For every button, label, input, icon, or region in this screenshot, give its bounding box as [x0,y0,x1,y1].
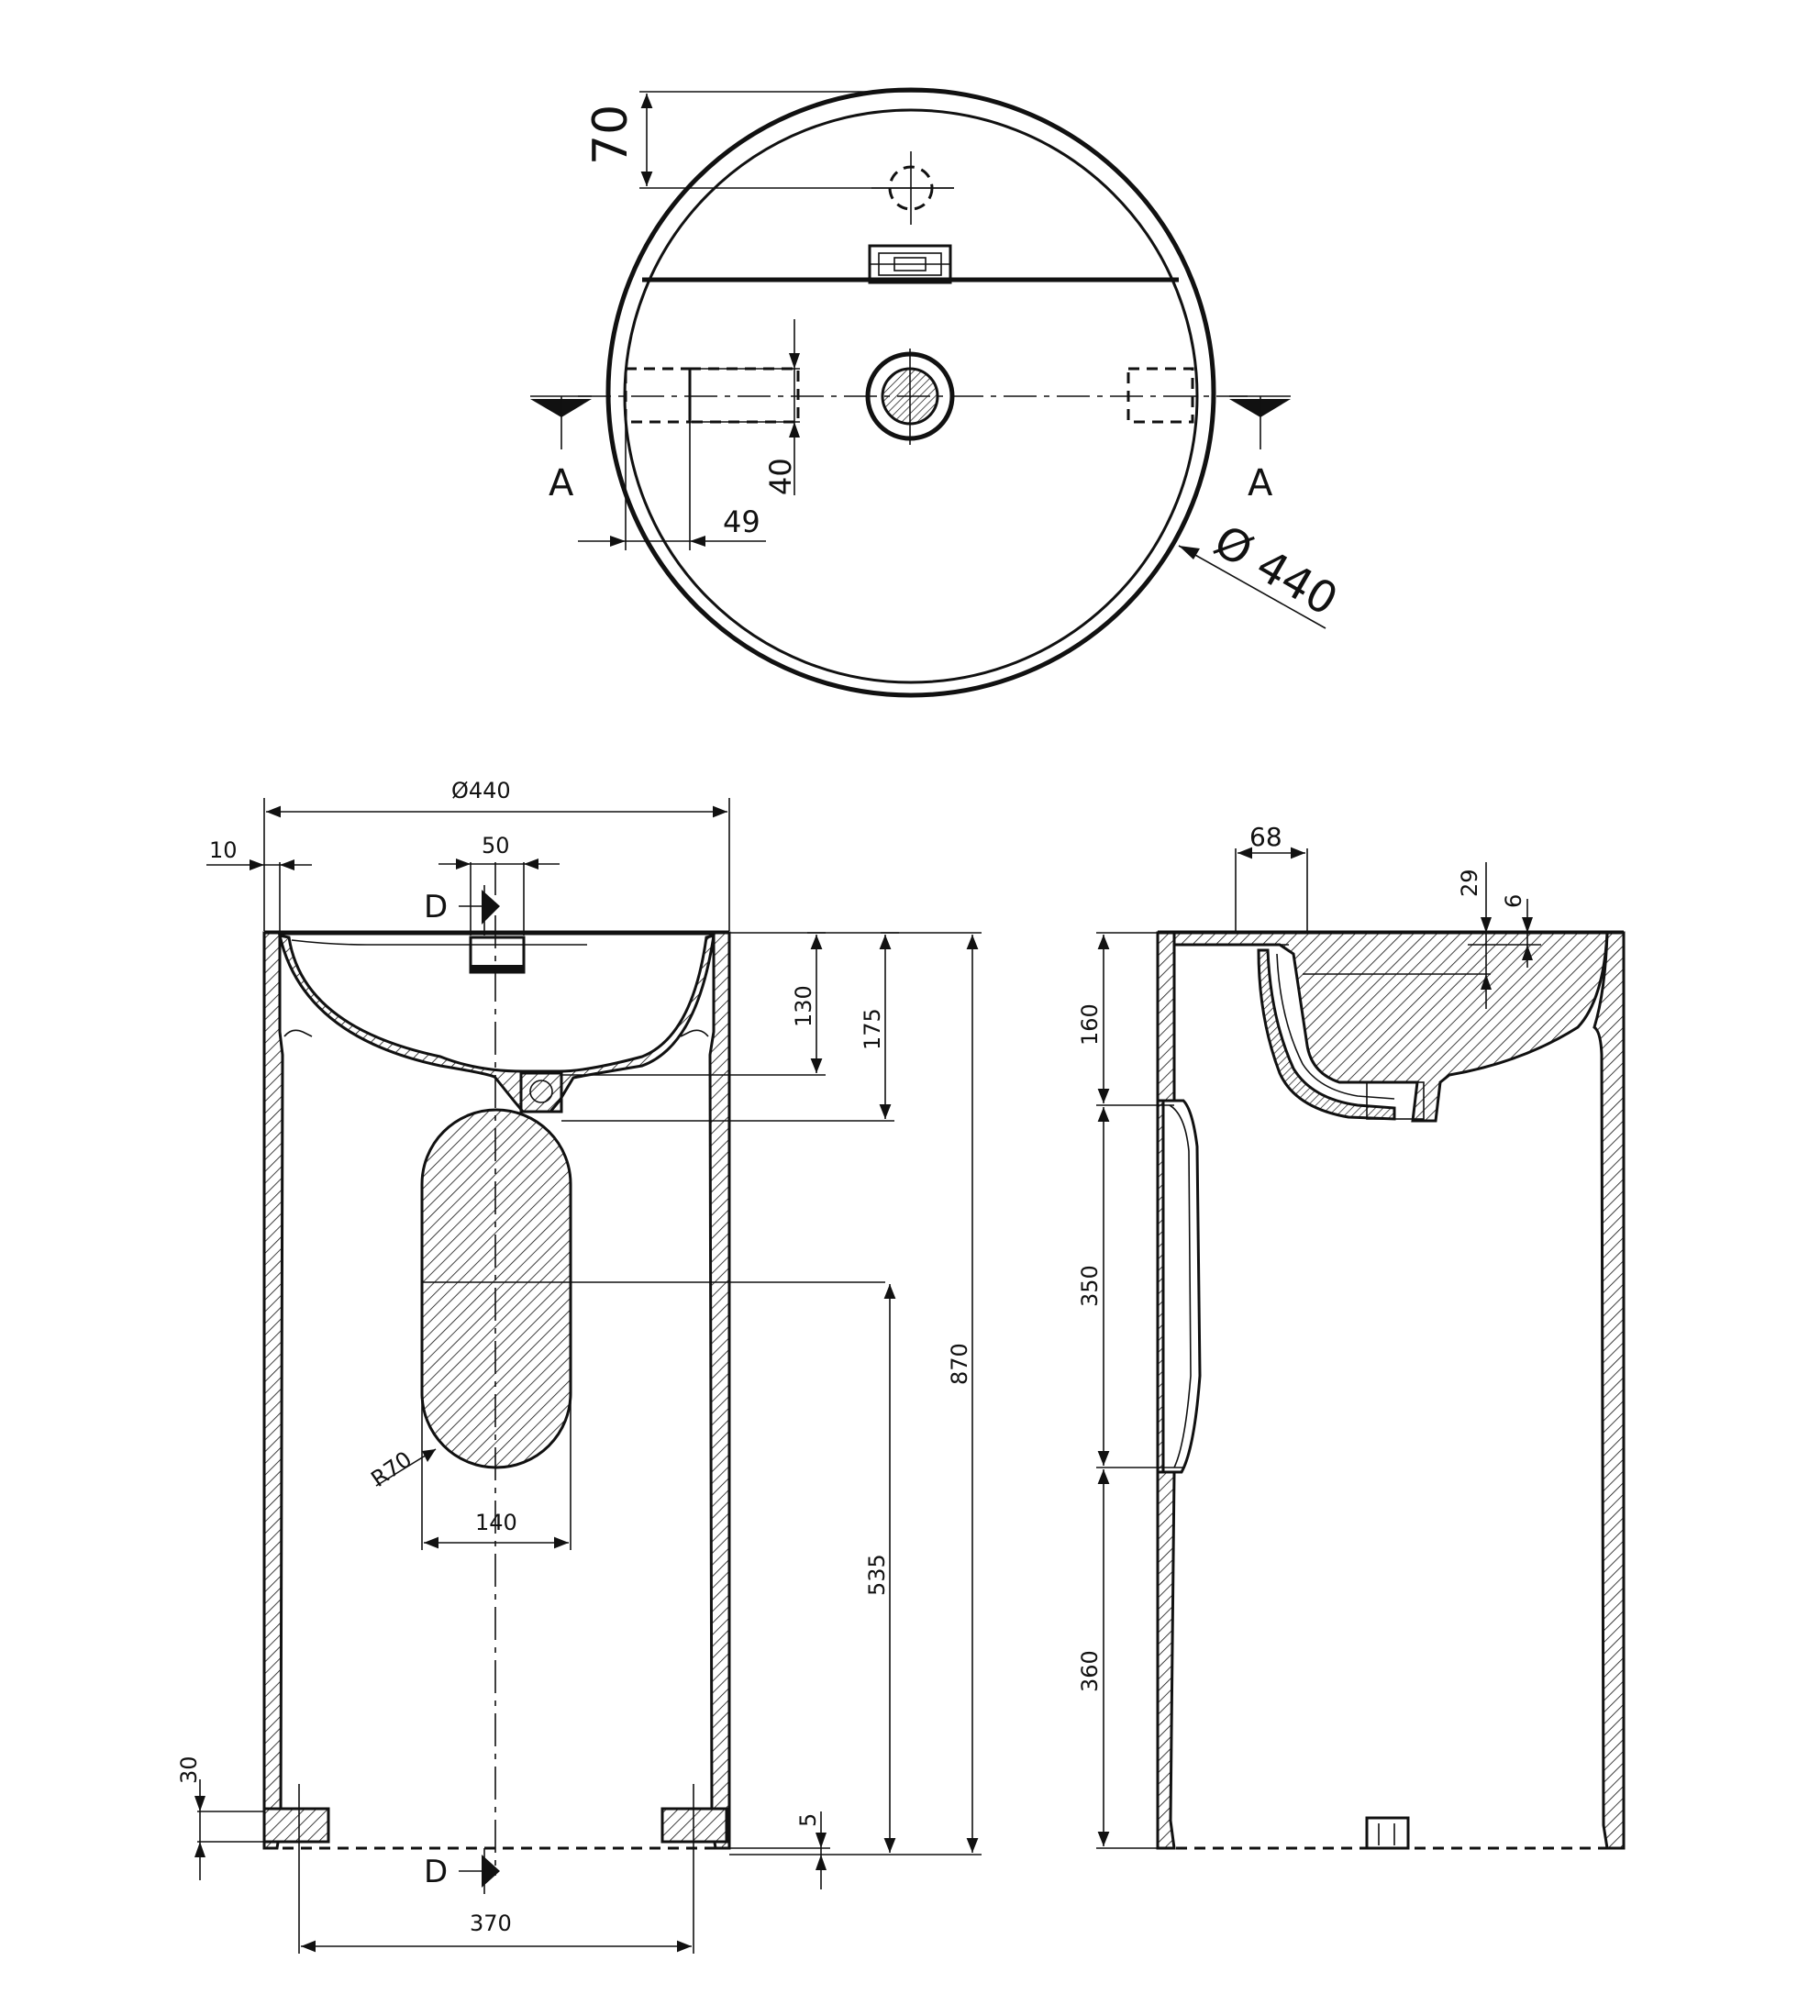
dim-160-label: 160 [1077,1003,1103,1046]
front-view: Ø440 10 50 D D 130 175 87 [176,778,982,1954]
dim-360-label: 360 [1077,1650,1103,1692]
dim-130-label: 130 [791,985,816,1027]
outlet-left-hidden [624,367,692,424]
side-lower-back-wall [1156,1470,1176,1850]
dim-68-label: 68 [1249,822,1282,852]
side-bowl-shell [1172,931,1609,1123]
dim-175-label: 175 [860,1008,885,1050]
section-label-a-right: A [1248,462,1273,504]
dim-870-label: 870 [947,1343,972,1385]
dim-5-label: 5 [795,1813,821,1827]
dim-350-label: 350 [1077,1265,1103,1307]
front-foot-left [262,1807,330,1844]
side-foot [1365,1816,1410,1850]
top-view: A A 70 40 49 Ø 440 [530,87,1346,698]
dim-r70-label: R70 [366,1446,416,1492]
front-right-wall [708,931,731,1850]
dim-140-label: 140 [475,1510,517,1535]
dim-diameter-label: Ø 440 [1205,515,1346,626]
side-view: 68 29 6 160 350 360 [1077,822,1626,1850]
dim-370-label: 370 [470,1911,512,1936]
front-foot-right [660,1807,728,1844]
dim-front-diameter-label: Ø440 [451,778,511,803]
dim-49-label: 49 [723,504,760,539]
side-back-wall [1156,931,1176,1102]
section-arrow-d-top [482,890,500,925]
dim-30-label: 30 [176,1756,202,1784]
dim-29-label: 29 [1457,869,1482,897]
front-bowl-shell [278,933,716,1113]
front-oval-cutout [420,1108,572,1469]
overflow-fitting [868,244,952,284]
section-label-d-bottom: D [424,1854,448,1890]
dim-diameter-leader [1178,545,1326,629]
side-recess [1156,1099,1165,1474]
section-arrow-d-bottom [482,1855,500,1888]
side-overflow-channel [1257,948,1396,1121]
section-label-d-top: D [424,889,448,925]
dim-70-label: 70 [583,105,638,165]
side-front-wall [1592,931,1626,1850]
outlet-right-hidden [1126,367,1194,424]
front-drain-fitting [519,1071,563,1113]
section-label-a-left: A [549,462,574,504]
front-left-wall [262,931,284,1850]
dim-6-label: 6 [1501,894,1526,908]
dim-40-label: 40 [763,458,798,495]
dim-535-label: 535 [864,1554,890,1596]
outlet-left-inner-hidden [688,367,800,424]
side-drain-fitting [1366,1081,1425,1120]
dim-50-label: 50 [482,833,510,858]
dim-10-label: 10 [209,837,238,863]
basin-outer-rim [605,87,1216,698]
